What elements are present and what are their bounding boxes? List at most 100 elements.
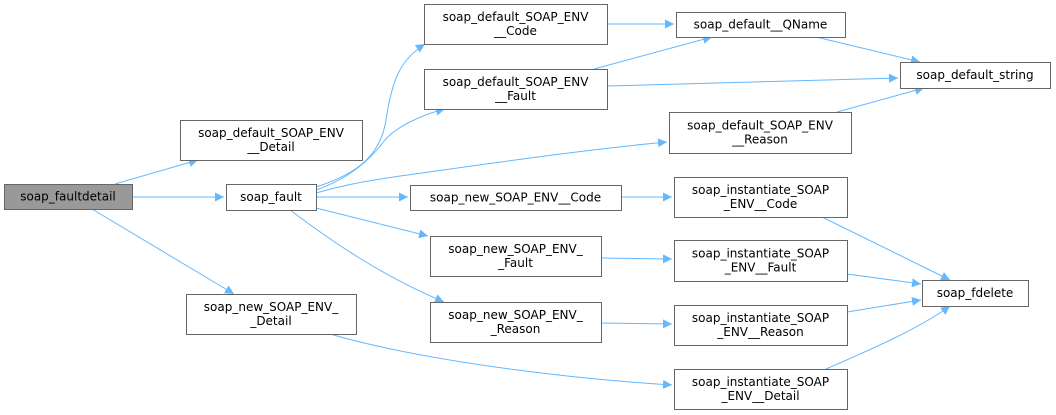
node-box[interactable] — [676, 12, 846, 38]
node-label: soap_default_SOAP_ENV — [198, 126, 345, 140]
node-box[interactable] — [900, 62, 1051, 89]
node-box[interactable] — [922, 280, 1029, 307]
node-box[interactable] — [4, 184, 133, 210]
node-soap_instantiate_SOAP_ENV__Code[interactable]: soap_instantiate_SOAP_ENV__Code — [674, 177, 848, 218]
node-label: soap_default_SOAP_ENV — [687, 119, 834, 133]
node-soap_default_SOAP_ENV__Fault[interactable]: soap_default_SOAP_ENV__Fault — [424, 69, 608, 110]
edge-soap_default_SOAP_ENV__Reason-to-soap_default_string — [836, 86, 925, 113]
edge-soap_new_SOAP_ENV__Reason-to-soap_instantiate_SOAP_ENV__Reason — [600, 319, 673, 329]
edge-soap_instantiate_SOAP_ENV__Detail-to-soap_fdelete — [825, 305, 951, 370]
edge-arrow — [289, 209, 445, 303]
node-label: __Reason — [731, 133, 788, 147]
node-label: soap_fdelete — [937, 286, 1014, 300]
node-soap_instantiate_SOAP_ENV__Detail[interactable]: soap_instantiate_SOAP_ENV__Detail — [674, 369, 848, 410]
edge-arrow — [329, 333, 673, 389]
edge-soap_faultdetail-to-soap_new_SOAP_ENV__Detail — [91, 208, 235, 295]
node-box[interactable] — [674, 305, 848, 346]
node-soap_default__QName[interactable]: soap_default__QName — [676, 12, 846, 38]
node-box[interactable] — [226, 184, 317, 211]
edge-arrow — [815, 36, 921, 65]
node-label: _Reason — [490, 322, 541, 336]
nodes-layer: soap_faultdetailsoap_default_SOAP_ENV__D… — [4, 4, 1051, 410]
node-label: soap_default_SOAP_ENV — [443, 10, 590, 24]
edge-arrow — [825, 305, 951, 370]
node-label: soap_fault — [240, 190, 302, 204]
node-box[interactable] — [180, 120, 363, 161]
node-label: __Fault — [494, 89, 536, 103]
node-soap_new_SOAP_ENV__Code[interactable]: soap_new_SOAP_ENV__Code — [410, 185, 622, 211]
edge-soap_default__QName-to-soap_default_string — [815, 36, 921, 65]
node-soap_default_SOAP_ENV__Detail[interactable]: soap_default_SOAP_ENV__Detail — [180, 120, 363, 161]
node-label: _ENV__Code — [723, 197, 798, 211]
edge-arrow — [593, 35, 713, 70]
edge-soap_instantiate_SOAP_ENV__Reason-to-soap_fdelete — [846, 296, 922, 313]
edge-soap_fault-to-soap_default_SOAP_ENV__Code — [315, 43, 426, 188]
edge-soap_default_SOAP_ENV__Fault-to-soap_default_string — [606, 73, 899, 87]
edge-arrow — [846, 296, 922, 313]
edges-layer — [91, 19, 951, 389]
node-label: soap_faultdetail — [20, 190, 116, 204]
node-box[interactable] — [669, 112, 852, 154]
node-label: _Detail — [249, 314, 291, 328]
node-label: soap_new_SOAP_ENV__Code — [430, 191, 601, 205]
node-label: _ENV__Detail — [720, 389, 799, 403]
node-soap_new_SOAP_ENV__Reason[interactable]: soap_new_SOAP_ENV__Reason — [430, 302, 602, 343]
node-soap_default_string[interactable]: soap_default_string — [900, 62, 1051, 89]
edge-soap_new_SOAP_ENV__Fault-to-soap_instantiate_SOAP_ENV__Fault — [600, 254, 673, 264]
node-box[interactable] — [410, 185, 622, 211]
node-soap_faultdetail[interactable]: soap_faultdetail — [4, 184, 133, 210]
node-label: __Detail — [246, 140, 294, 154]
node-soap_default_SOAP_ENV__Reason[interactable]: soap_default_SOAP_ENV__Reason — [669, 112, 852, 154]
node-box[interactable] — [430, 302, 602, 343]
node-soap_default_SOAP_ENV__Code[interactable]: soap_default_SOAP_ENV__Code — [424, 4, 608, 45]
edge-soap_fault-to-soap_new_SOAP_ENV__Reason — [289, 209, 445, 303]
edge-arrow — [606, 73, 899, 87]
edge-soap_fault-to-soap_default_SOAP_ENV__Reason — [315, 138, 668, 194]
node-box[interactable] — [424, 69, 608, 110]
node-label: soap_instantiate_SOAP — [692, 247, 829, 261]
node-soap_instantiate_SOAP_ENV__Reason[interactable]: soap_instantiate_SOAP_ENV__Reason — [674, 305, 848, 346]
edge-soap_new_SOAP_ENV__Detail-to-soap_instantiate_SOAP_ENV__Detail — [329, 333, 673, 389]
edge-arrow — [600, 254, 673, 264]
edge-arrow — [91, 208, 235, 295]
node-soap_instantiate_SOAP_ENV__Fault[interactable]: soap_instantiate_SOAP_ENV__Fault — [674, 240, 848, 282]
edge-soap_default_SOAP_ENV__Fault-to-soap_default__QName — [593, 35, 713, 70]
edge-arrow — [315, 43, 426, 188]
edge-arrow — [114, 158, 199, 185]
edge-arrow — [315, 207, 429, 239]
edge-soap_faultdetail-to-soap_default_SOAP_ENV__Detail — [114, 158, 199, 185]
edge-soap_fault-to-soap_new_SOAP_ENV__Fault — [315, 207, 429, 239]
node-soap_fault[interactable]: soap_fault — [226, 184, 317, 211]
edge-soap_fault-to-soap_default_SOAP_ENV__Fault — [315, 106, 446, 191]
node-label: _ENV__Fault — [724, 261, 797, 275]
node-soap_new_SOAP_ENV__Detail[interactable]: soap_new_SOAP_ENV__Detail — [186, 294, 357, 335]
node-label: soap_default__QName — [694, 18, 828, 32]
node-box[interactable] — [674, 369, 848, 410]
edge-arrow — [315, 138, 668, 194]
node-label: soap_instantiate_SOAP — [692, 183, 829, 197]
node-label: _Fault — [497, 256, 533, 270]
node-box[interactable] — [424, 4, 608, 45]
edge-arrow — [836, 86, 925, 113]
edge-soap_instantiate_SOAP_ENV__Code-to-soap_fdelete — [821, 216, 951, 281]
node-label: __Code — [493, 24, 537, 38]
edge-arrow — [846, 273, 922, 288]
node-box[interactable] — [186, 294, 357, 335]
edge-arrow — [600, 319, 673, 329]
node-box[interactable] — [674, 240, 848, 282]
edge-soap_instantiate_SOAP_ENV__Fault-to-soap_fdelete — [846, 273, 922, 288]
node-label: _ENV__Reason — [716, 325, 804, 339]
node-label: soap_new_SOAP_ENV_ — [204, 300, 339, 314]
node-soap_fdelete[interactable]: soap_fdelete — [922, 280, 1029, 307]
node-box[interactable] — [674, 177, 848, 218]
node-label: soap_new_SOAP_ENV_ — [448, 308, 583, 322]
node-box[interactable] — [430, 236, 602, 277]
node-label: soap_instantiate_SOAP — [692, 311, 829, 325]
node-soap_new_SOAP_ENV__Fault[interactable]: soap_new_SOAP_ENV__Fault — [430, 236, 602, 277]
node-label: soap_default_SOAP_ENV — [443, 75, 590, 89]
edge-arrow — [315, 106, 446, 191]
edge-arrow — [821, 216, 951, 281]
node-label: soap_default_string — [916, 68, 1033, 82]
node-label: soap_new_SOAP_ENV_ — [448, 242, 583, 256]
